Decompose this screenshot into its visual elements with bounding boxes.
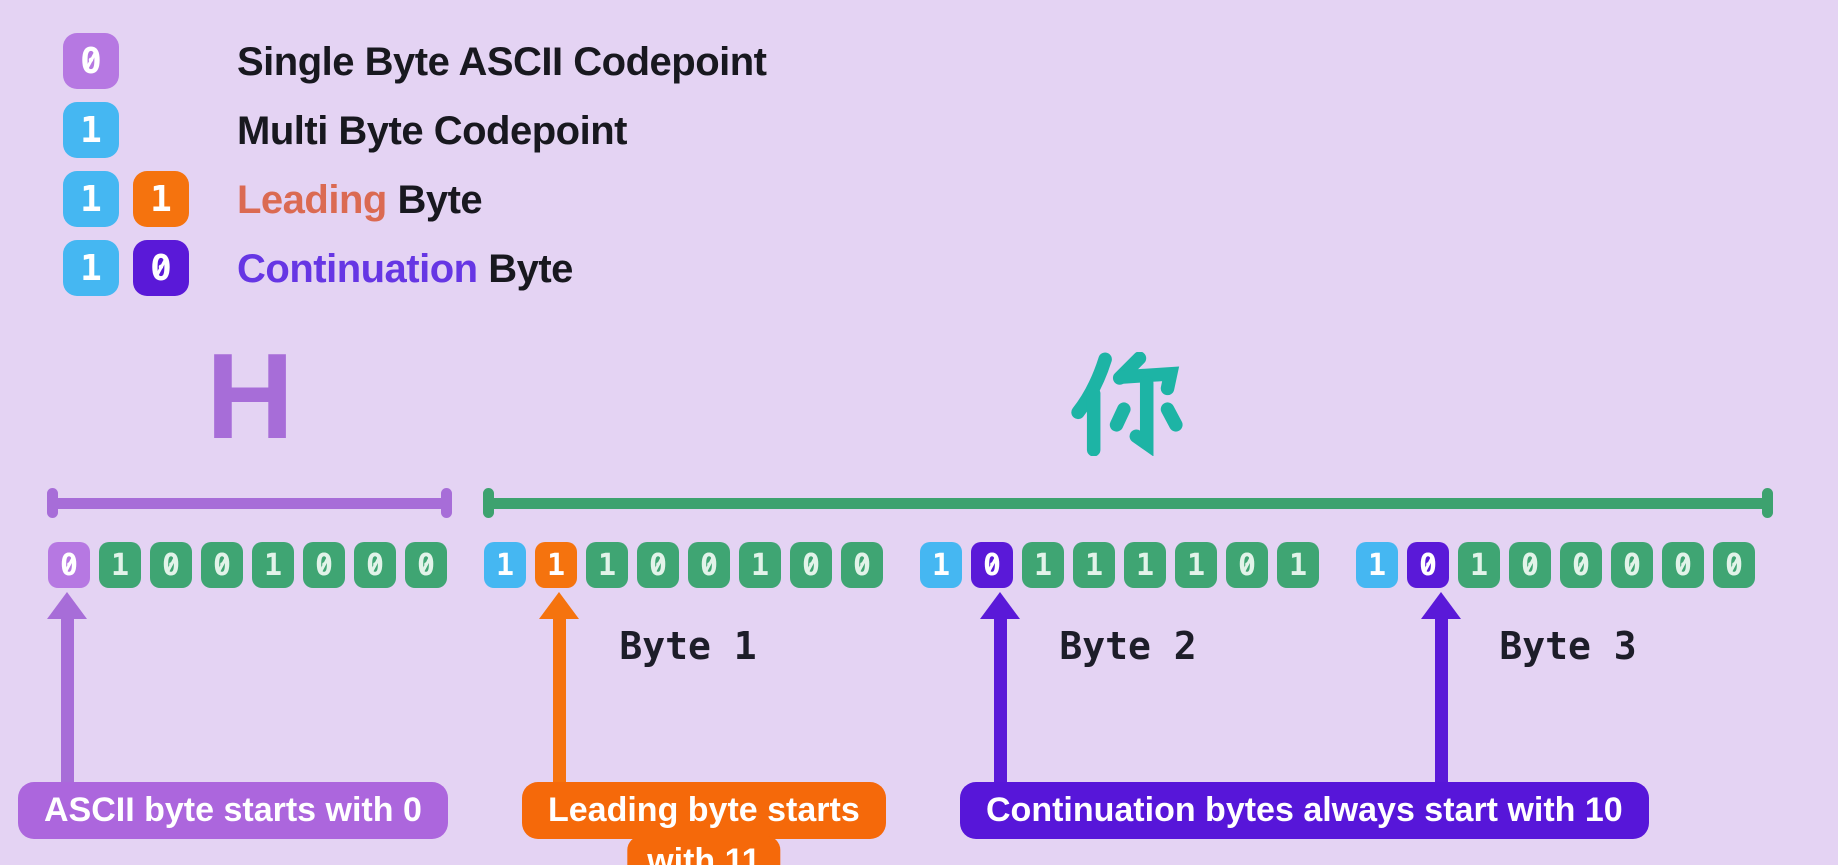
character-ni: [483, 352, 1773, 456]
byte-label: Byte 1: [619, 624, 757, 668]
bit-1-multi: 1: [484, 542, 526, 588]
legend-row: 0 Single Byte ASCII Codepoint: [63, 33, 767, 89]
bit-1-leading: 1: [133, 171, 189, 227]
bit-1-data: 1: [1458, 542, 1500, 588]
bracket-multi-byte: [483, 488, 1773, 518]
bit-1-data: 1: [1073, 542, 1115, 588]
legend-row: 1 Multi Byte Codepoint: [63, 102, 627, 158]
bit-1-data: 1: [1175, 542, 1217, 588]
bit-0-data: 0: [841, 542, 883, 588]
arrow-ascii-bit: [47, 592, 87, 783]
legend-label: Multi Byte Codepoint: [237, 109, 627, 153]
bit-1-data: 1: [1277, 542, 1319, 588]
byte: 10111101: [920, 542, 1319, 588]
callout-continuation-text: Continuation bytes always start with 10: [986, 791, 1623, 829]
arrow-stem: [993, 616, 1007, 783]
bit-0-continuation: 0: [1407, 542, 1449, 588]
bit-1-data: 1: [586, 542, 628, 588]
bit-1-data: 1: [1124, 542, 1166, 588]
arrow-head: [539, 592, 579, 619]
bit-0-data: 0: [201, 542, 243, 588]
bracket-ascii-byte: [47, 488, 452, 518]
legend-label: Single Byte ASCII Codepoint: [237, 40, 767, 84]
bit-0-data: 0: [1226, 542, 1268, 588]
bit-1-data: 1: [99, 542, 141, 588]
byte-label: Byte 3: [1499, 624, 1637, 668]
byte-label: Byte 2: [1059, 624, 1197, 668]
bit-0-data: 0: [637, 542, 679, 588]
bit-1-data: 1: [252, 542, 294, 588]
byte: 01001000: [48, 542, 447, 588]
callout-leading-line2: with 11: [627, 836, 781, 865]
bit-0-data: 0: [688, 542, 730, 588]
bit-0-ascii: 0: [48, 542, 90, 588]
callout-continuation: Continuation bytes always start with 10: [960, 782, 1649, 839]
arrow-stem: [60, 616, 74, 783]
arrow-head: [1421, 592, 1461, 619]
byte: 11100100: [484, 542, 883, 588]
callout-leading-line2-text: with 11: [647, 842, 761, 865]
bit-0-data: 0: [1662, 542, 1704, 588]
arrow-continuation-bit-byte3: [1421, 592, 1461, 783]
bit-0-continuation: 0: [971, 542, 1013, 588]
bit-1-multi: 1: [1356, 542, 1398, 588]
legend: 0 Single Byte ASCII Codepoint 1 Multi Byte …: [63, 33, 767, 309]
bit-1-data: 1: [739, 542, 781, 588]
byte: 10100000: [1356, 542, 1755, 588]
legend-row: 10 Continuation Byte: [63, 240, 573, 296]
bit-0-data: 0: [1713, 542, 1755, 588]
bit-0-data: 0: [354, 542, 396, 588]
bit-0-data: 0: [790, 542, 832, 588]
arrow-stem: [1434, 616, 1448, 783]
bit-0-data: 0: [1560, 542, 1602, 588]
bit-0-data: 0: [1509, 542, 1551, 588]
bit-0-data: 0: [150, 542, 192, 588]
bit-0-data: 0: [405, 542, 447, 588]
bit-1-leading: 1: [535, 542, 577, 588]
character-ni-glyph: [1071, 352, 1183, 456]
bit-1-data: 1: [1022, 542, 1064, 588]
callout-ascii-text: ASCII byte starts with 0: [44, 791, 422, 829]
bit-1-multi: 1: [63, 102, 119, 158]
legend-label: Continuation Byte: [237, 247, 573, 291]
bit-0-data: 0: [1611, 542, 1653, 588]
character-h: H: [205, 328, 295, 464]
bit-0-ascii: 0: [63, 33, 119, 89]
bit-0-continuation: 0: [133, 240, 189, 296]
callout-leading: Leading byte starts with 11: [522, 782, 886, 865]
arrow-leading-bit: [539, 592, 579, 783]
arrow-stem: [552, 616, 566, 783]
bit-1-multi: 1: [63, 171, 119, 227]
bit-0-data: 0: [303, 542, 345, 588]
bit-1-multi: 1: [920, 542, 962, 588]
arrow-head: [980, 592, 1020, 619]
callout-leading-line1: Leading byte starts: [548, 791, 860, 829]
legend-label: Leading Byte: [237, 178, 483, 222]
arrow-head: [47, 592, 87, 619]
bit-1-multi: 1: [63, 240, 119, 296]
bit-row: 01001000111001001011110110100000: [48, 542, 1755, 588]
callout-ascii: ASCII byte starts with 0: [18, 782, 448, 839]
arrow-continuation-bit-byte2: [980, 592, 1020, 783]
